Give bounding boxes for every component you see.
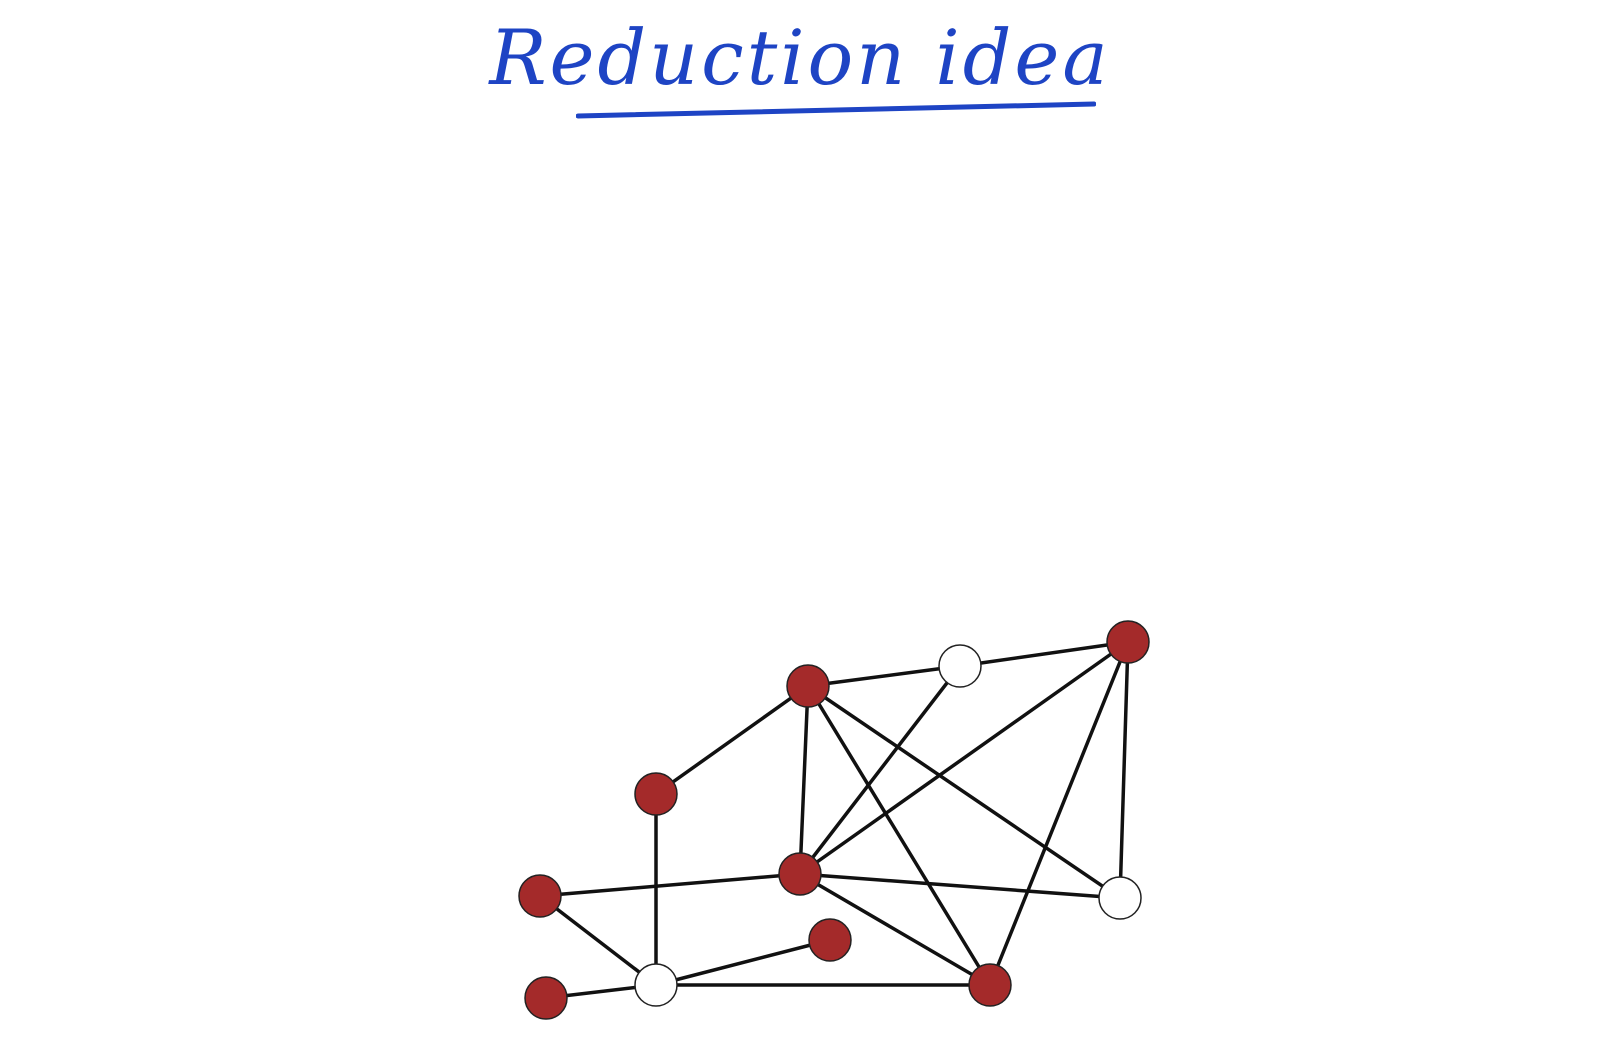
edge-v3-v7 (988, 640, 1130, 987)
edge-v5-v8 (538, 872, 802, 898)
edge-v1-v2 (806, 664, 962, 688)
node-v5-filled (778, 852, 822, 896)
edge-v3-v5 (798, 640, 1130, 876)
node-v10-filled (808, 918, 852, 962)
edge-v8-v9 (538, 894, 658, 987)
edge-v9-v10 (654, 938, 832, 987)
node-v9-empty (634, 963, 678, 1007)
edge-v1-v5 (798, 684, 810, 876)
node-v6-empty (1098, 876, 1142, 920)
node-v8-filled (518, 874, 562, 918)
node-v4-filled (634, 772, 678, 816)
node-v1-filled (786, 664, 830, 708)
edge-v2-v5 (798, 664, 962, 876)
node-v3-filled (1106, 620, 1150, 664)
page-title: Reduction idea (489, 13, 1111, 102)
graph-edges (538, 640, 1130, 1000)
node-v2-empty (938, 644, 982, 688)
edge-v1-v7 (806, 684, 992, 987)
edge-v5-v7 (798, 872, 992, 987)
graph-nodes (518, 620, 1150, 1020)
edge-v3-v6 (1118, 640, 1130, 900)
node-v11-filled (524, 976, 568, 1020)
node-v7-filled (968, 963, 1012, 1007)
edge-v5-v6 (798, 872, 1122, 900)
edge-v1-v4 (654, 684, 810, 796)
title-underline (576, 101, 1096, 119)
edge-v2-v3 (958, 640, 1130, 668)
edge-v1-v6 (806, 684, 1122, 900)
